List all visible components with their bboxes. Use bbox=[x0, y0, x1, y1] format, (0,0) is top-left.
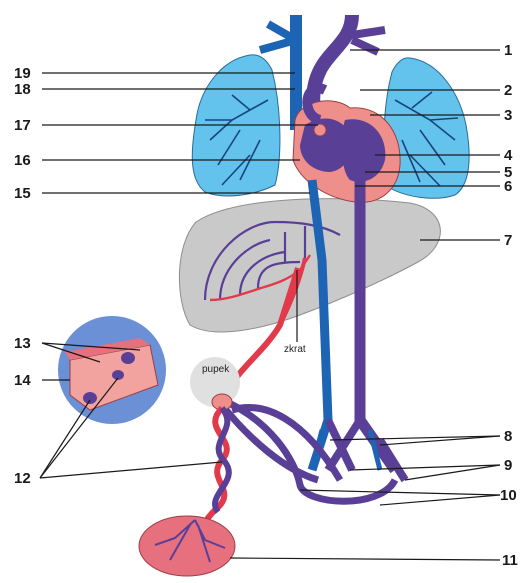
navel-label: pupek bbox=[202, 364, 230, 375]
label-16: 16 bbox=[14, 152, 31, 169]
label-10: 10 bbox=[500, 487, 517, 504]
label-1: 1 bbox=[504, 42, 512, 59]
label-12: 12 bbox=[14, 470, 31, 487]
label-7: 7 bbox=[504, 232, 512, 249]
label-8: 8 bbox=[504, 428, 512, 445]
inset-placenta-section bbox=[58, 316, 166, 424]
label-9: 9 bbox=[504, 457, 512, 474]
liver bbox=[179, 199, 440, 332]
label-19: 19 bbox=[14, 65, 31, 82]
label-13: 13 bbox=[14, 335, 31, 352]
label-18: 18 bbox=[14, 81, 31, 98]
label-3: 3 bbox=[504, 107, 512, 124]
navel-ring bbox=[212, 394, 232, 410]
label-6: 6 bbox=[504, 178, 512, 195]
label-15: 15 bbox=[14, 185, 31, 202]
label-11: 11 bbox=[502, 552, 518, 569]
label-17: 17 bbox=[14, 117, 31, 134]
label-4: 4 bbox=[504, 147, 513, 164]
label-2: 2 bbox=[504, 82, 512, 99]
label-14: 14 bbox=[14, 372, 31, 389]
labels-left: 19 18 17 16 15 13 14 12 bbox=[14, 65, 31, 487]
umbilical-arteries bbox=[222, 400, 395, 501]
labels-right: 1 2 3 4 5 6 7 8 9 10 11 bbox=[500, 42, 518, 569]
shunt-label: zkrat bbox=[284, 344, 306, 355]
